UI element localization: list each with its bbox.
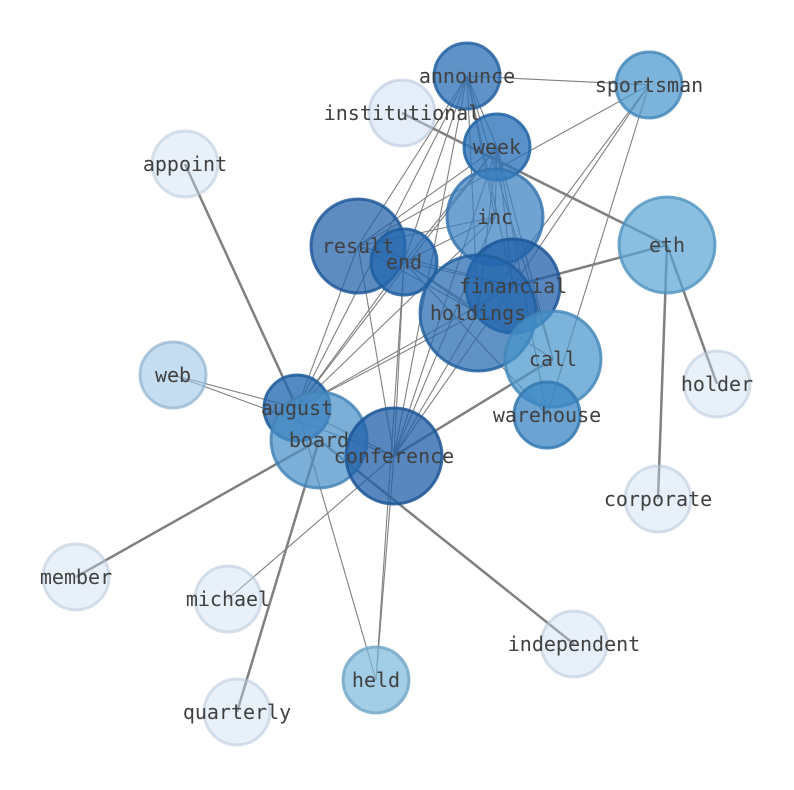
- node-label-board: board: [289, 428, 349, 452]
- node-label-institutional: institutional: [324, 101, 481, 125]
- node-label-member: member: [40, 565, 112, 589]
- node-label-warehouse: warehouse: [493, 403, 601, 427]
- node-sportsman[interactable]: [614, 50, 684, 120]
- node-appoint[interactable]: [150, 129, 220, 199]
- node-independent[interactable]: [539, 609, 609, 679]
- node-quarterly[interactable]: [202, 677, 272, 747]
- node-member[interactable]: [41, 542, 111, 612]
- node-label-holdings: holdings: [430, 301, 526, 325]
- node-label-quarterly: quarterly: [183, 700, 291, 724]
- node-warehouse[interactable]: [512, 380, 582, 450]
- node-held[interactable]: [341, 645, 411, 715]
- node-conference[interactable]: [344, 406, 444, 506]
- node-michael[interactable]: [193, 564, 263, 634]
- node-label-announce: announce: [419, 64, 515, 88]
- node-label-call: call: [529, 347, 577, 371]
- node-label-inc: inc: [477, 205, 513, 229]
- node-label-week: week: [473, 135, 521, 159]
- node-holder[interactable]: [682, 349, 752, 419]
- node-layer: [41, 41, 752, 747]
- node-label-august: august: [261, 396, 333, 420]
- node-label-result: result: [322, 234, 394, 258]
- node-label-eth: eth: [649, 233, 685, 257]
- node-announce[interactable]: [432, 41, 502, 111]
- node-label-appoint: appoint: [143, 152, 227, 176]
- node-label-holder: holder: [681, 372, 753, 396]
- node-end[interactable]: [369, 227, 439, 297]
- node-label-michael: michael: [186, 587, 270, 611]
- node-web[interactable]: [138, 340, 208, 410]
- node-label-end: end: [386, 250, 422, 274]
- node-label-financial: financial: [459, 274, 567, 298]
- edge-appoint-august: [183, 163, 299, 409]
- node-label-held: held: [352, 668, 400, 692]
- node-label-sportsman: sportsman: [595, 73, 703, 97]
- node-label-conference: conference: [334, 444, 454, 468]
- node-label-independent: independent: [508, 632, 640, 656]
- label-layer: announce sportsman institutional week appoin…: [40, 64, 753, 724]
- node-label-web: web: [155, 363, 191, 387]
- node-label-corporate: corporate: [604, 487, 712, 511]
- node-eth[interactable]: [617, 195, 717, 295]
- node-corporate[interactable]: [623, 464, 693, 534]
- node-institutional[interactable]: [367, 78, 437, 148]
